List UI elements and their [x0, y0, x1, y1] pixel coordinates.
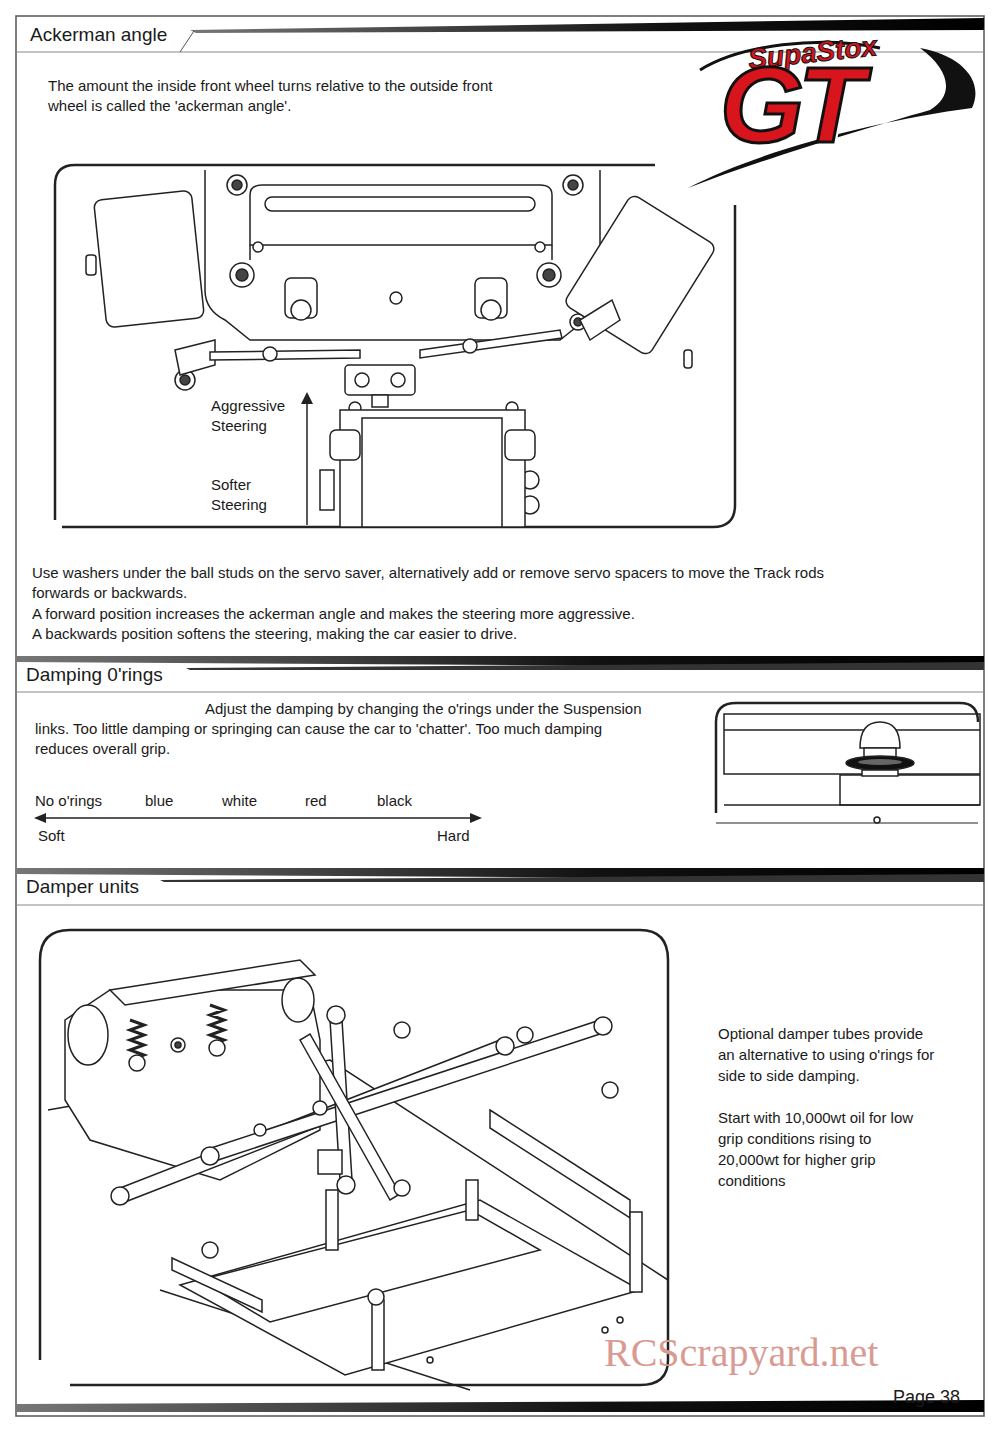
section-header-bar: [16, 656, 984, 692]
scale-label: No o'rings: [35, 791, 102, 811]
scale-label: blue: [145, 791, 173, 811]
section-heading: Damping 0'rings: [22, 664, 167, 686]
callout-text: Aggressive Steering: [211, 396, 291, 436]
footer-bar: [16, 1400, 984, 1412]
heading-text: Damping 0'rings: [26, 664, 163, 685]
steering-illustration: [55, 165, 735, 527]
body-text: The amount the inside front wheel turns …: [48, 76, 493, 116]
scale-label: red: [305, 791, 327, 811]
body-text: Use washers under the ball studs on the …: [32, 563, 864, 603]
note-text: Optional damper tubes provide an alterna…: [718, 1023, 936, 1086]
oring-inset: [716, 703, 980, 823]
callout-text: Softer Steering: [211, 475, 291, 515]
watermark: RCScrapyard.net: [604, 1330, 878, 1376]
logo-swoosh: [688, 42, 975, 188]
heading-text: Ackerman angle: [30, 24, 167, 45]
page-frame: [16, 16, 984, 1416]
body-text: Adjust the damping by changing the o'rin…: [35, 699, 647, 759]
page-number: Page 38: [893, 1387, 960, 1407]
heading-text: Damper units: [26, 876, 139, 897]
section-heading: Ackerman angle: [26, 24, 171, 46]
section-header-bar: [16, 868, 984, 905]
logo-text: GT: [720, 50, 858, 160]
scale-label: white: [222, 791, 257, 811]
section-heading: Damper units: [22, 876, 143, 898]
scale-label: Hard: [437, 826, 470, 846]
note-text: Start with 10,000wt oil for low grip con…: [718, 1107, 936, 1191]
body-text: A forward position increases the ackerma…: [32, 604, 932, 624]
adjust-arrow: [301, 392, 313, 525]
body-text: A backwards position softens the steerin…: [32, 624, 932, 644]
damper-illustration: [40, 930, 668, 1390]
scale-label: black: [377, 791, 412, 811]
scale-label: Soft: [38, 826, 65, 846]
